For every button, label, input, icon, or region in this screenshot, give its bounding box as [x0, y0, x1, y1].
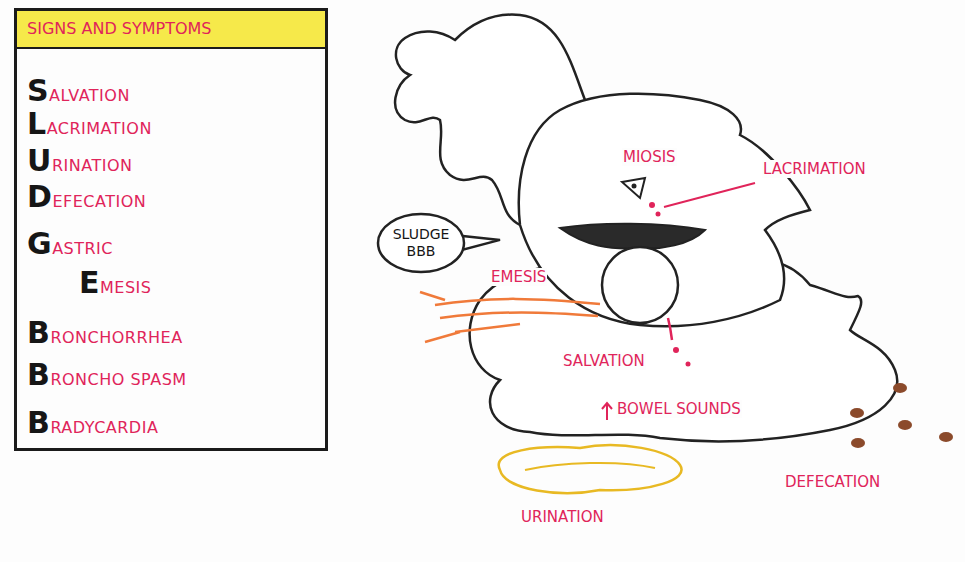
pupil — [632, 184, 637, 189]
up-arrow — [606, 404, 608, 420]
urine-puddle — [499, 445, 682, 493]
head-shape — [519, 94, 810, 327]
feces-dot — [893, 383, 907, 393]
urine-puddle — [525, 463, 655, 470]
bubble-ellipse — [378, 214, 464, 272]
saliva-drop — [686, 362, 691, 367]
symptom-item: LACRIMATION — [27, 108, 152, 145]
symptom-label: EMESIS — [490, 268, 547, 286]
symptom-list-box: SIGNS AND SYMPTOMSSALVATIONLACRIMATIONUR… — [14, 8, 328, 451]
vomit-stroke — [420, 292, 445, 300]
bubble-tail-join — [454, 238, 462, 248]
symptom-label: DEFECATION — [784, 473, 881, 491]
symptom-item: GASTRIC — [27, 228, 113, 265]
symptom-item: EMESIS — [79, 267, 151, 304]
symptom-label: MIOSIS — [622, 148, 677, 166]
speech-bubble: SLUDGE BBB — [376, 212, 466, 274]
symptom-item: BRONCHORRHEA — [27, 317, 183, 354]
vomit-stroke — [455, 324, 520, 332]
saliva-drop — [673, 347, 679, 353]
eye — [622, 178, 645, 198]
symptom-item: URINATION — [27, 145, 132, 182]
symptom-label: LACRIMATION — [762, 160, 867, 178]
drool — [668, 318, 672, 340]
symptom-label: URINATION — [520, 508, 605, 526]
mouth-hatch — [560, 224, 705, 249]
tear-drop — [649, 202, 655, 208]
symptom-item: DEFECATION — [27, 181, 146, 218]
up-arrow-head — [602, 403, 612, 409]
feces-dot — [898, 420, 912, 430]
symptom-label: SALVATION — [562, 352, 646, 370]
feces-dot — [939, 432, 953, 442]
tear-drop — [656, 212, 661, 217]
vomit-stroke — [425, 332, 460, 342]
symptom-label: BOWEL SOUNDS — [616, 400, 742, 418]
feces-dot — [850, 408, 864, 418]
symptom-item: BRADYCARDIA — [27, 407, 158, 444]
feces-dot — [851, 438, 865, 448]
snout — [602, 247, 678, 323]
vomit-stroke — [440, 313, 598, 319]
leader-line — [664, 183, 755, 207]
bubble-text: SLUDGE BBB — [388, 226, 454, 260]
list-heading: SIGNS AND SYMPTOMS — [17, 11, 325, 49]
vomit-stroke — [435, 299, 600, 305]
symptom-item: BRONCHO SPASM — [27, 359, 187, 396]
